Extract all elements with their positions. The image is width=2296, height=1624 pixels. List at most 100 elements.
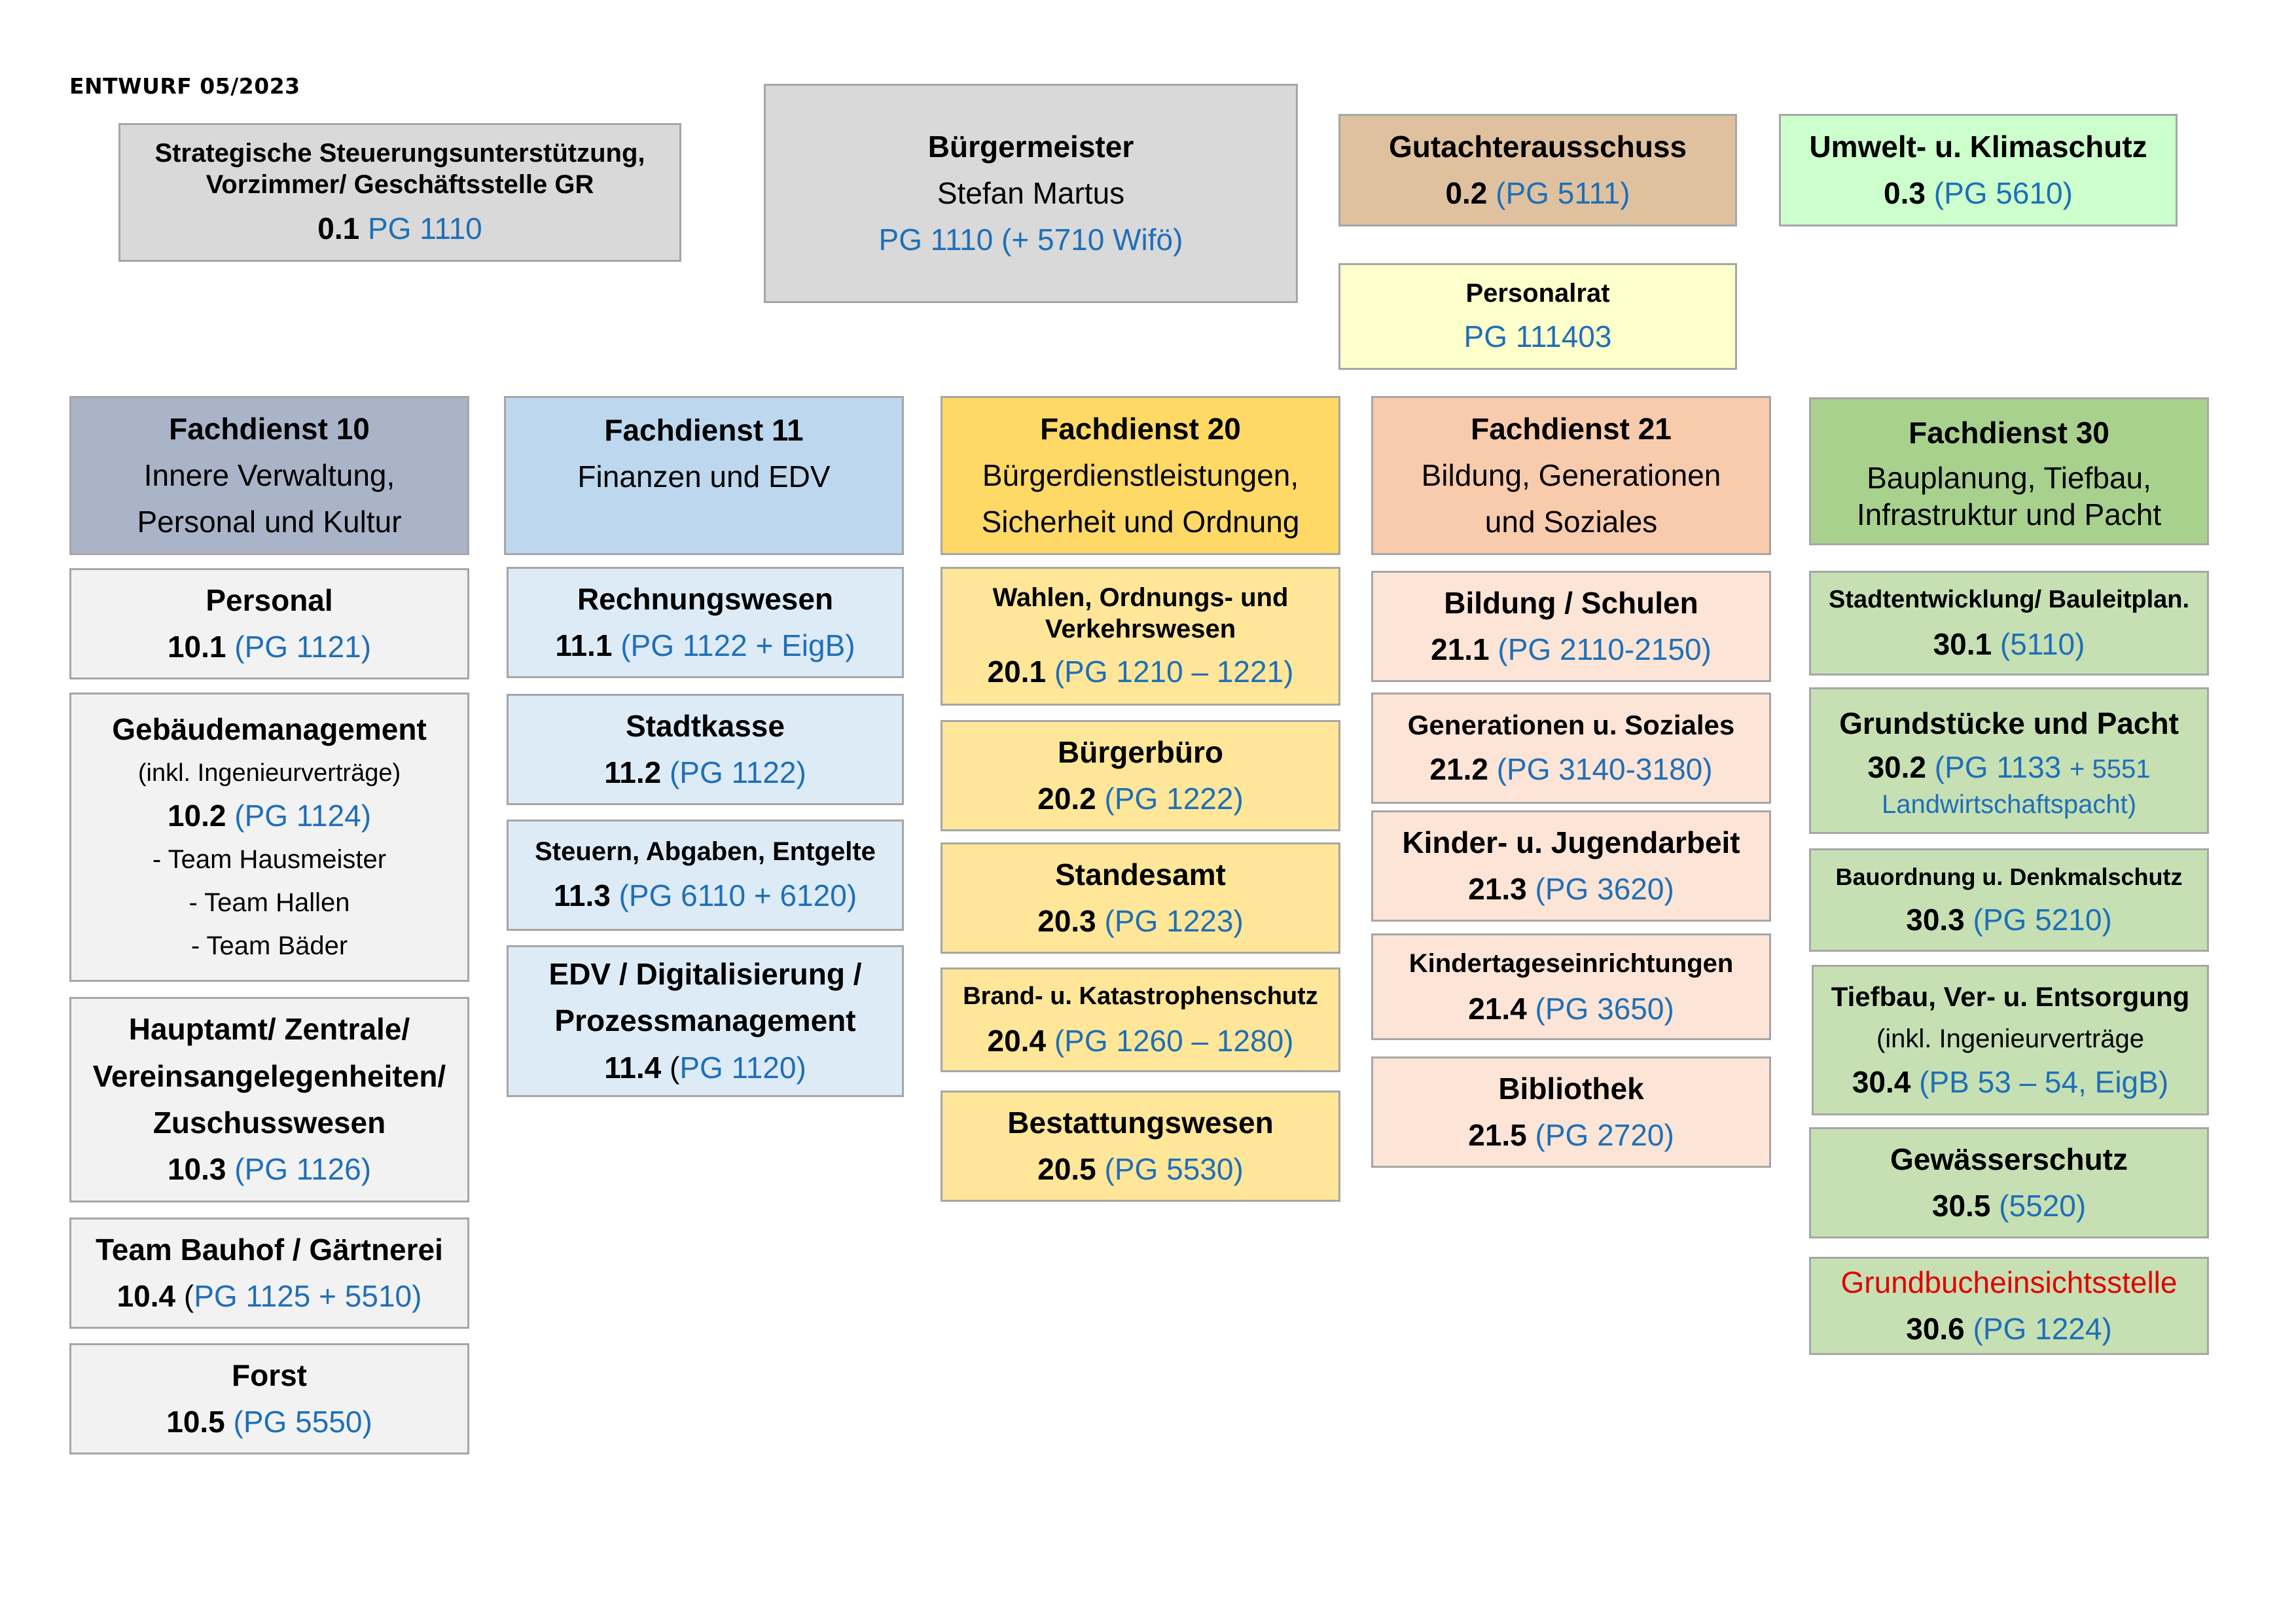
unit-code-line: 10.1 (PG 1121) <box>168 624 371 670</box>
fd21-header: Fachdienst 21 Bildung, Generationen und … <box>1371 396 1771 555</box>
unit-code-line: 21.3 (PG 3620) <box>1468 866 1674 912</box>
unit-title: Bibliothek <box>1498 1071 1644 1106</box>
unit-code: 11.4 <box>604 1050 662 1085</box>
unit-20-1-wahlen: Wahlen, Ordnungs- und Verkehrswesen 20.1… <box>941 567 1340 706</box>
box-pg: PG 111403 <box>1463 319 1612 353</box>
box-title: Umwelt- u. Klimaschutz <box>1809 129 2147 164</box>
fd-subtitle: und Soziales <box>1484 505 1658 539</box>
unit-pg: (PG 6110 + 6120) <box>619 878 857 913</box>
unit-30-3-bauordnung: Bauordnung u. Denkmalschutz 30.3 (PG 521… <box>1809 848 2209 952</box>
unit-pg: (PG 3140-3180) <box>1496 751 1713 786</box>
unit-pg: (PG 5530) <box>1104 1152 1244 1186</box>
unit-team: - Team Hallen <box>188 888 350 918</box>
unit-pg-paren: ( <box>669 1050 680 1085</box>
unit-title: Tiefbau, Ver- u. Entsorgung <box>1831 981 2190 1012</box>
unit-pg: (PG 5550) <box>233 1405 372 1439</box>
box-umwelt-klimaschutz: Umwelt- u. Klimaschutz 0.3 (PG 5610) <box>1779 114 2178 226</box>
fd-subtitle: Finanzen und EDV <box>577 460 831 494</box>
unit-code-line: 30.1 (5110) <box>1933 621 2085 668</box>
box-strategische-steuerung: Strategische Steuerungsunterstützung, Vo… <box>118 123 681 262</box>
unit-title: Bauordnung u. Denkmalschutz <box>1835 863 2183 890</box>
unit-title: Grundstücke und Pacht <box>1839 706 2179 741</box>
unit-title: Gewässerschutz <box>1890 1142 2128 1176</box>
unit-pg: (PG 3620) <box>1535 872 1674 906</box>
draft-label: ENTWURF 05/2023 <box>69 73 300 99</box>
unit-pg: PG 1120) <box>679 1050 806 1085</box>
unit-title: EDV / Digitalisierung / <box>548 957 862 992</box>
unit-code-line: 30.2 (PG 1133 + 5551 <box>1867 746 2150 788</box>
unit-11-1-rechnungswesen: Rechnungswesen 11.1 (PG 1122 + EigB) <box>507 567 904 678</box>
unit-code: 10.1 <box>167 630 226 664</box>
unit-code: 11.2 <box>604 755 662 789</box>
unit-21-1-bildung: Bildung / Schulen 21.1 (PG 2110-2150) <box>1371 571 1771 682</box>
unit-title: Steuern, Abgaben, Entgelte <box>535 837 876 867</box>
unit-pg: (5110) <box>2000 626 2085 661</box>
box-code: 0.1 <box>317 211 360 246</box>
unit-title: Bürgerbüro <box>1058 734 1223 769</box>
box-pg: (PG 5111) <box>1496 176 1630 210</box>
unit-title: Standesamt <box>1055 857 1226 892</box>
unit-10-5-forst: Forst 10.5 (PG 5550) <box>69 1343 469 1454</box>
fd-title: Fachdienst 30 <box>1909 416 2109 450</box>
unit-code-line: 30.6 (PG 1224) <box>1906 1306 2112 1352</box>
unit-pg: Landwirtschaftspacht) <box>1881 789 2137 819</box>
unit-pg: (PG 1126) <box>234 1152 372 1187</box>
unit-title: Zuschusswesen <box>152 1106 386 1140</box>
unit-20-4-brandschutz: Brand- u. Katastrophenschutz 20.4 (PG 12… <box>941 967 1340 1072</box>
unit-code-line: 20.4 (PG 1260 – 1280) <box>988 1018 1294 1064</box>
unit-title: Team Bauhof / Gärtnerei <box>96 1232 443 1267</box>
unit-code: 30.4 <box>1852 1065 1911 1100</box>
unit-code-line: 30.4 (PB 53 – 54, EigB) <box>1852 1060 2168 1105</box>
unit-code: 30.2 <box>1867 750 1926 785</box>
unit-pg: (PG 1224) <box>1973 1312 2112 1346</box>
unit-21-3-kinder-jugendarbeit: Kinder- u. Jugendarbeit 21.3 (PG 3620) <box>1371 810 1771 922</box>
unit-pg: (PG 1133 <box>1934 750 2062 785</box>
unit-title: Personal <box>206 583 333 617</box>
unit-title: Bildung / Schulen <box>1444 585 1698 620</box>
unit-code-line: 20.5 (PG 5530) <box>1037 1146 1244 1193</box>
unit-code: 21.2 <box>1429 751 1488 786</box>
box-code: 0.2 <box>1445 176 1488 210</box>
unit-title: Stadtentwicklung/ Bauleitplan. <box>1828 586 2190 614</box>
unit-pg: (PG 1122) <box>669 755 806 789</box>
unit-pg: (PB 53 – 54, EigB) <box>1919 1065 2169 1100</box>
unit-20-3-standesamt: Standesamt 20.3 (PG 1223) <box>941 842 1340 954</box>
box-gutachterausschuss: Gutachterausschuss 0.2 (PG 5111) <box>1338 114 1737 226</box>
fd-title: Fachdienst 11 <box>604 413 804 447</box>
unit-code: 30.6 <box>1906 1312 1965 1346</box>
unit-pg: (PG 3650) <box>1535 991 1674 1026</box>
unit-code: 10.3 <box>167 1152 226 1187</box>
unit-pg: (PG 1121) <box>234 630 372 664</box>
unit-pg: (PG 1260 – 1280) <box>1054 1023 1294 1058</box>
box-pg: PG 1110 <box>367 211 482 246</box>
unit-11-4-edv: EDV / Digitalisierung / Prozessmanagemen… <box>507 945 904 1097</box>
unit-code: 30.3 <box>1906 902 1965 937</box>
unit-title: Stadtkasse <box>626 708 785 743</box>
unit-code: 10.5 <box>166 1405 225 1439</box>
unit-code-line: 30.5 (5520) <box>1932 1183 2086 1229</box>
unit-pg: (PG 2720) <box>1535 1118 1674 1152</box>
box-name: Stefan Martus <box>937 175 1125 210</box>
fd11-header: Fachdienst 11 Finanzen und EDV <box>504 396 904 555</box>
unit-code-line: 21.2 (PG 3140-3180) <box>1429 746 1712 793</box>
unit-pg: (5520) <box>1999 1189 2087 1223</box>
unit-10-2-gebaeudemanagement: Gebäudemanagement (inkl. Ingenieurverträ… <box>69 693 469 982</box>
box-code-line: 0.1 PG 1110 <box>317 211 482 247</box>
box-code-line: 0.2 (PG 5111) <box>1445 170 1630 217</box>
fd-subtitle: Bildung, Generationen <box>1421 458 1721 492</box>
fd-subtitle: Bauplanung, Tiefbau, <box>1867 461 2151 496</box>
unit-title: Kinder- u. Jugendarbeit <box>1402 825 1740 859</box>
unit-code-line: 11.3 (PG 6110 + 6120) <box>554 873 857 919</box>
unit-title: Wahlen, Ordnungs- und <box>992 583 1289 613</box>
unit-30-6-grundbucheinsichtsstelle: Grundbucheinsichtsstelle 30.6 (PG 1224) <box>1809 1257 2209 1355</box>
unit-code-line: 11.4 (PG 1120) <box>604 1045 806 1091</box>
unit-pg: (PG 2110-2150) <box>1498 632 1712 666</box>
box-title: Bürgermeister <box>927 129 1134 164</box>
unit-title: Verkehrswesen <box>1045 615 1236 644</box>
box-title: Strategische Steuerungsunterstützung, <box>154 139 645 168</box>
box-pg: (PG 5610) <box>1933 176 2073 210</box>
unit-title: Rechnungswesen <box>577 581 834 616</box>
fd-subtitle: Personal und Kultur <box>137 505 402 539</box>
unit-10-4-bauhof: Team Bauhof / Gärtnerei 10.4 (PG 1125 + … <box>69 1218 469 1329</box>
unit-code: 30.1 <box>1933 626 1992 661</box>
